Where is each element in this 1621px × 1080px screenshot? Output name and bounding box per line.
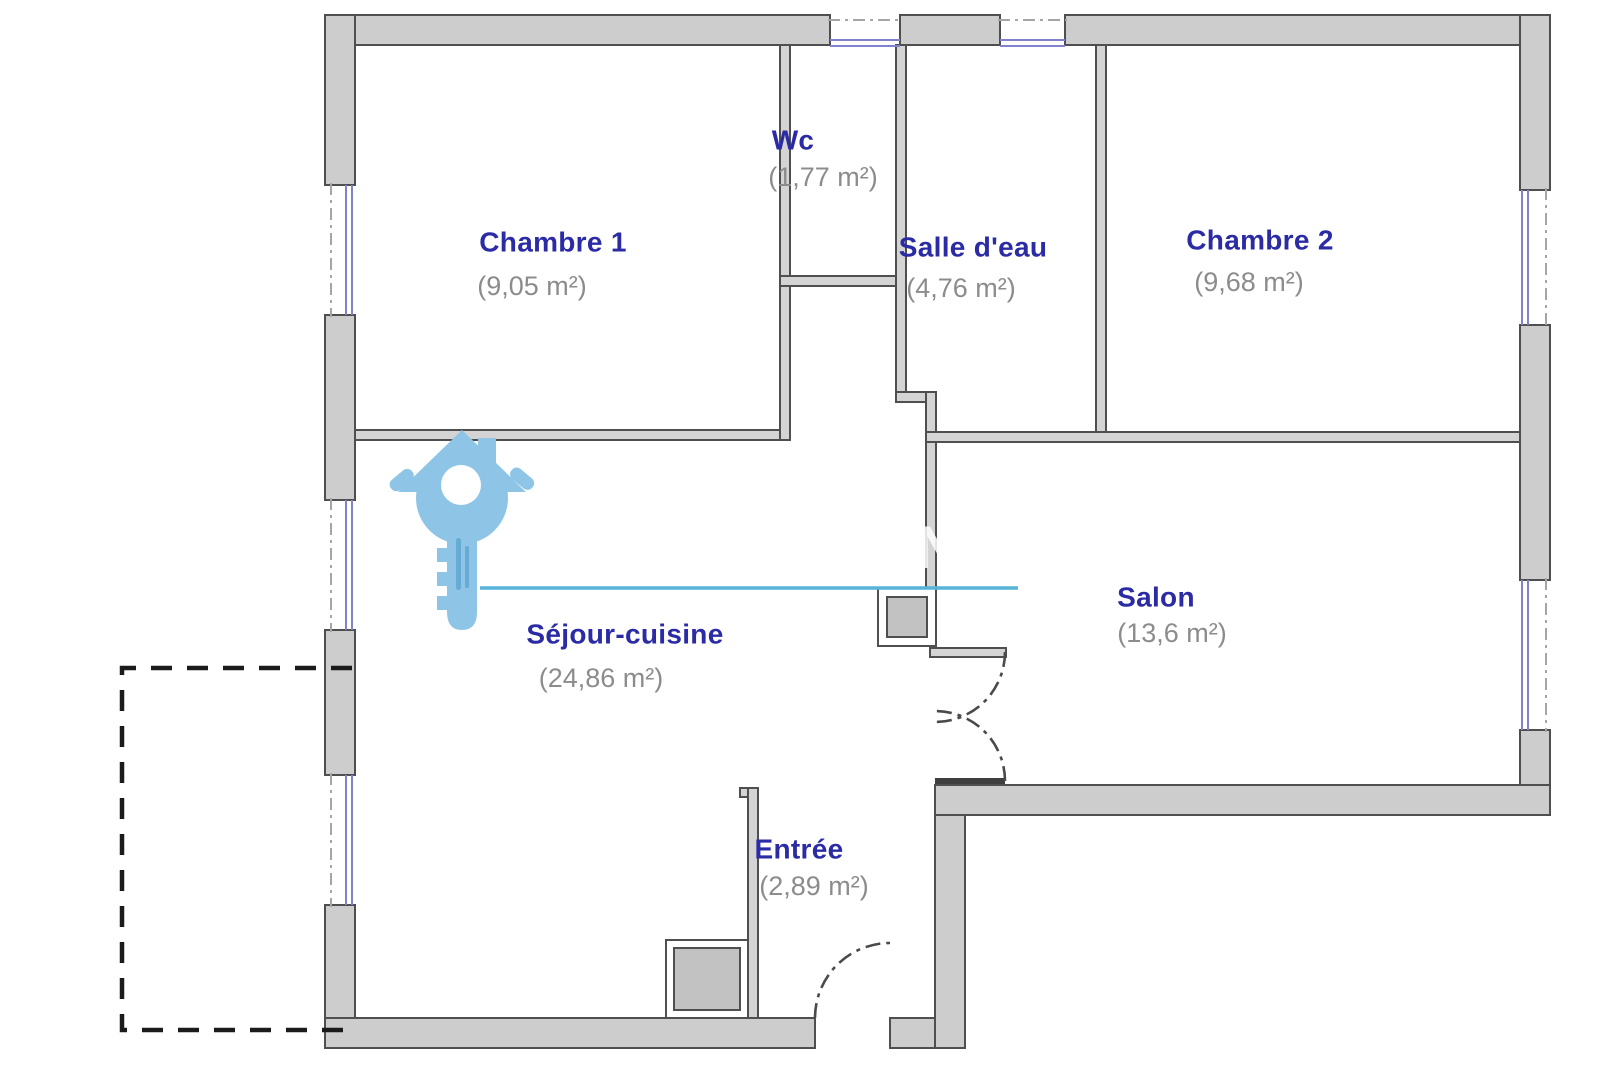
key-tooth-2	[437, 572, 447, 586]
room-name-entree: Entrée	[754, 833, 844, 865]
salon-door-leaf-bottom	[935, 778, 1005, 784]
wall-left-2	[324, 314, 356, 501]
wall-left-3	[324, 629, 356, 776]
window-right-chambre2	[1521, 190, 1529, 325]
room-area-wc: (1,77 m²)	[768, 162, 878, 193]
logo-eave-left	[389, 468, 414, 492]
logo-hole	[441, 465, 481, 505]
key-tooth-3	[437, 596, 447, 610]
entrance-door-arc	[813, 941, 891, 1019]
room-area-salon: (13,6 m²)	[1117, 618, 1227, 649]
logo-eave-right	[509, 467, 535, 490]
room-area-salle-deau: (4,76 m²)	[906, 273, 1016, 304]
window-left-chambre1	[345, 185, 353, 315]
wall-wc-bottom	[779, 275, 907, 287]
watermark-letter: N	[916, 514, 959, 581]
room-area-entree: (2,89 m²)	[759, 871, 869, 902]
key-groove-2	[465, 546, 469, 588]
room-name-wc: Wc	[771, 124, 815, 156]
wall-salon-bottom	[934, 784, 1551, 816]
room-name-chambre-2: Chambre 2	[1186, 224, 1334, 256]
door-swings	[813, 647, 1007, 1019]
room-area-chambre-1: (9,05 m²)	[477, 271, 587, 302]
room-name-chambre-1: Chambre 1	[479, 226, 627, 258]
wall-top-right	[1064, 14, 1551, 46]
balcony-outline	[119, 665, 352, 1033]
window-top-salledeau	[1000, 39, 1065, 47]
key-house-logo-icon	[389, 430, 535, 630]
wall-entree-partition	[747, 787, 759, 1019]
salon-door-arc-top	[934, 651, 1007, 724]
window-right-salon	[1521, 580, 1529, 730]
room-area-sejour-cuisine: (24,86 m²)	[538, 663, 664, 694]
window-left-sejour-1	[345, 500, 353, 630]
wall-right-2	[1519, 324, 1551, 581]
wall-salon-top	[925, 431, 1521, 443]
room-area-chambre-2: (9,68 m²)	[1194, 267, 1304, 298]
wall-entree-right	[934, 784, 966, 1049]
key-shaft	[447, 520, 477, 630]
closet-box	[673, 947, 741, 1011]
windows	[345, 39, 1529, 905]
wall-wc-salledeau-divider	[895, 44, 907, 403]
fixtures	[665, 587, 937, 1019]
wall-right-1	[1519, 14, 1551, 191]
wall-top-middle	[899, 14, 1001, 46]
salon-door-arc-bottom	[934, 709, 1007, 782]
wall-salledeau-chambre2-divider	[1095, 44, 1107, 443]
salon-door-leaf-top	[929, 647, 1007, 658]
watermark: N	[389, 430, 1018, 630]
interior-walls	[354, 44, 1521, 1019]
wall-chambre1-bottom	[354, 429, 791, 441]
wall-left-1	[324, 14, 356, 186]
room-name-sejour-cuisine: Séjour-cuisine	[526, 618, 724, 650]
key-groove-1	[456, 538, 461, 590]
exterior-walls	[324, 14, 1551, 1049]
room-name-salle-deau: Salle d'eau	[898, 231, 1048, 263]
room-name-salon: Salon	[1117, 581, 1195, 613]
window-left-sejour-2	[345, 775, 353, 905]
wall-bottom-left	[324, 1017, 816, 1049]
window-top-wc	[830, 39, 900, 47]
key-tooth-1	[437, 548, 447, 562]
wall-top-left	[324, 14, 831, 46]
window-axis-lines	[330, 19, 1547, 907]
duct-box	[886, 596, 928, 638]
wall-chambre1-wc-divider	[779, 44, 791, 441]
